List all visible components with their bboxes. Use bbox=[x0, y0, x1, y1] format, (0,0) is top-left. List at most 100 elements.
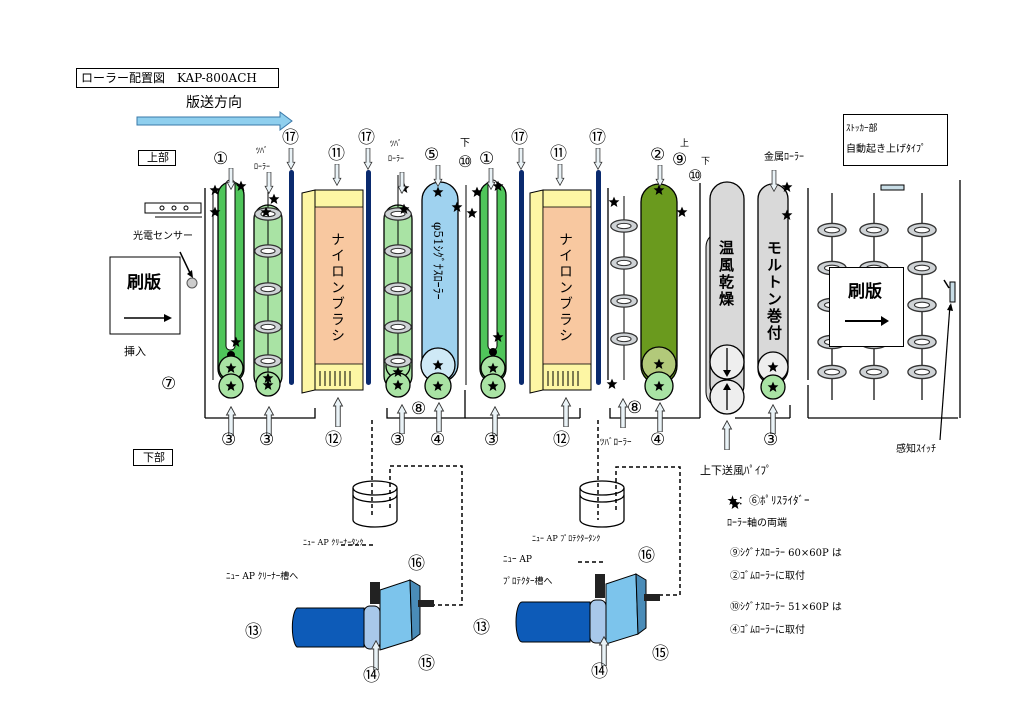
marker-2: ② bbox=[650, 145, 666, 165]
marker-7: ⑦ bbox=[161, 374, 177, 394]
polyslider-star-icon bbox=[466, 207, 478, 219]
marker-9: ⑨ bbox=[672, 150, 688, 170]
roller-ring bbox=[610, 219, 638, 233]
tsuba-roller-top-2a: ﾂﾊﾞ bbox=[390, 139, 402, 148]
marker-5: ⑤ bbox=[424, 145, 440, 165]
up-label: 上 bbox=[680, 139, 690, 149]
photo-sensor-label: 光電センサー bbox=[133, 231, 193, 242]
molton-label: モルトン巻付 bbox=[765, 240, 783, 342]
marker-12: ⑫ bbox=[325, 430, 342, 450]
roller-ring bbox=[384, 320, 412, 334]
cleaner-tank-label: ﾆｭｰ AP ｸﾘｰﾅｰﾀﾝｸ bbox=[303, 538, 364, 547]
nylon-brush-1 bbox=[301, 189, 364, 394]
marker-4: ④ bbox=[650, 430, 666, 450]
plate-in-box bbox=[109, 256, 181, 335]
roller-ring bbox=[384, 207, 412, 221]
marker-17: ⑰ bbox=[589, 128, 606, 148]
stacker-ring bbox=[859, 364, 889, 380]
entry-guide-bar bbox=[144, 202, 202, 214]
legend-line: ④ｺﾞﾑﾛｰﾗｰに取付 bbox=[730, 625, 805, 636]
plate-out-arrow bbox=[845, 320, 883, 322]
stacker-ring bbox=[907, 334, 937, 350]
marker-14: ⑭ bbox=[363, 666, 380, 686]
marker-3: ③ bbox=[763, 430, 779, 450]
top-zone-label: 上部 bbox=[138, 150, 176, 166]
stacker-ring bbox=[907, 222, 937, 238]
polyslider-star-icon bbox=[676, 206, 688, 218]
push-arrow-icon bbox=[286, 148, 296, 170]
push-arrow-icon bbox=[555, 164, 565, 186]
insert-label: 挿入 bbox=[124, 345, 146, 358]
marker-15: ⑮ bbox=[652, 644, 669, 664]
metal-roller-label: 金属ﾛｰﾗｰ bbox=[764, 152, 804, 163]
roller-ring bbox=[610, 332, 638, 346]
marker-14: ⑭ bbox=[591, 662, 608, 682]
marker-8: ⑧ bbox=[627, 398, 643, 418]
roller-ring bbox=[254, 244, 282, 258]
tsuba-roller-top-1a: ﾂﾊﾞ bbox=[256, 146, 268, 155]
marker-3: ③ bbox=[221, 430, 237, 450]
down-label-2: 下 bbox=[701, 157, 711, 167]
marker-8: ⑧ bbox=[411, 399, 427, 419]
marker-17: ⑰ bbox=[511, 128, 528, 148]
feed-direction-label: 版送方向 bbox=[186, 95, 242, 111]
push-arrow-icon bbox=[332, 164, 342, 186]
marker-12: ⑫ bbox=[553, 430, 570, 450]
push-arrow-icon bbox=[516, 148, 526, 170]
rubber-roller-2 bbox=[640, 183, 678, 401]
polyslider-star-icon bbox=[268, 193, 280, 205]
nylon-brush-2 bbox=[529, 189, 592, 394]
roller-ring bbox=[254, 282, 282, 296]
down-label-1: 下 bbox=[460, 138, 470, 149]
roller-ring bbox=[254, 354, 282, 368]
nylon-brush-1-label: ナイロンブラシ bbox=[329, 232, 345, 344]
roller-ring bbox=[610, 256, 638, 270]
protector-to-1: ﾆｭｰ AP bbox=[503, 555, 532, 565]
marker-10: ⑩ bbox=[688, 166, 703, 185]
marker-13: ⑬ bbox=[245, 622, 262, 642]
plate-out-box: 刷版 bbox=[829, 267, 904, 347]
tsuba-roller-bottom-label: ﾂﾊﾞﾛｰﾗｰ bbox=[600, 438, 632, 448]
roller-ring bbox=[384, 244, 412, 258]
air-pipe-label: 上下送風ﾊﾟｲﾌﾟ bbox=[700, 464, 772, 477]
roller-ring bbox=[254, 320, 282, 334]
marker-11: ⑪ bbox=[328, 144, 345, 164]
marker-3: ③ bbox=[259, 430, 275, 450]
marker-10: ⑩ bbox=[458, 152, 473, 171]
guide-bar-17-1 bbox=[289, 170, 294, 385]
guide-bar-17-3 bbox=[519, 170, 524, 385]
push-arrow-icon bbox=[721, 420, 733, 450]
marker-3: ③ bbox=[390, 430, 406, 450]
photo-sensor bbox=[186, 277, 198, 289]
marker-13: ⑬ bbox=[473, 618, 490, 638]
signus-roller-label: φ51ｼｸﾞﾅｽﾛｰﾗｰ bbox=[431, 222, 445, 300]
stacker-indicator bbox=[880, 184, 905, 191]
roller-ring bbox=[610, 294, 638, 308]
polyslider-star-icon bbox=[606, 378, 618, 390]
cleaner-tank bbox=[352, 480, 398, 528]
stacker-box: ｽﾄｯｶｰ部 自動起き上げﾀｲﾌﾟ bbox=[843, 114, 948, 166]
stacker-ring bbox=[907, 297, 937, 313]
bottom-zone-label: 下部 bbox=[133, 449, 173, 466]
marker-16: ⑯ bbox=[638, 546, 655, 566]
polyslider-star-icon bbox=[608, 196, 620, 208]
tsuba-roller-top-1b: ﾛｰﾗｰ bbox=[254, 162, 270, 171]
marker-11: ⑪ bbox=[550, 144, 567, 164]
nylon-brush-2-label: ナイロンブラシ bbox=[557, 232, 573, 344]
cleaner-pump bbox=[291, 579, 434, 651]
plate-in-label: 刷版 bbox=[127, 273, 161, 293]
legend-line: ⑨ｼｸﾞﾅｽﾛｰﾗｰ 60×60P は bbox=[730, 548, 842, 559]
sensor-switch-label: 感知ｽｲｯﾁ bbox=[896, 444, 936, 455]
push-arrow-icon bbox=[264, 172, 274, 194]
stacker-ring bbox=[907, 260, 937, 276]
warm-air-dry-label: 温風乾燥 bbox=[717, 240, 735, 308]
roller-ring bbox=[384, 282, 412, 296]
legend-line: ⑩ｼｸﾞﾅｽﾛｰﾗｰ 51×60P は bbox=[730, 602, 842, 613]
protector-to-2: ﾌﾟﾛﾃｸﾀｰ槽へ bbox=[503, 577, 553, 587]
push-arrow-icon bbox=[560, 397, 572, 427]
title-box: ローラー配置図 KAP-800ACH bbox=[76, 68, 279, 88]
tsuba-roller-top-2b: ﾛｰﾗｰ bbox=[388, 154, 404, 163]
protector-tank-label: ﾆｭｰ AP ﾌﾟﾛﾃｸﾀｰﾀﾝｸ bbox=[532, 534, 601, 543]
roller-ring bbox=[384, 354, 412, 368]
